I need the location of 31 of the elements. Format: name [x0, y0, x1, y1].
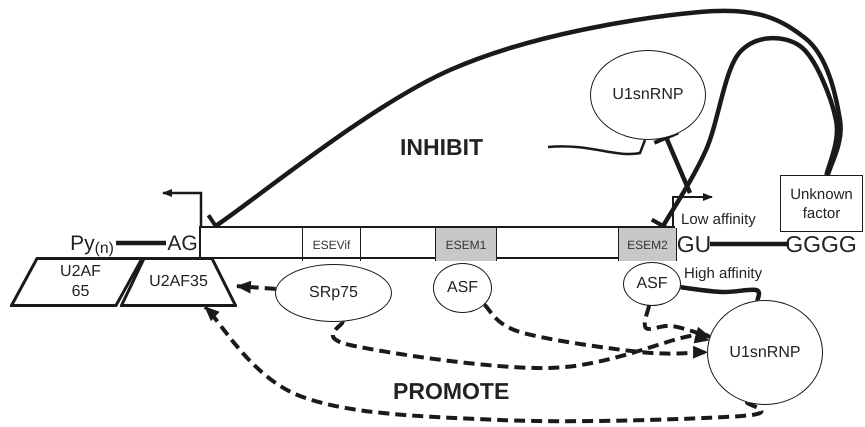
- exon-segment: ESEVif: [302, 228, 361, 261]
- annotation-label: High affinity: [684, 264, 762, 284]
- protein-parallelogram: [10, 257, 143, 307]
- protein-ellipse: [433, 263, 492, 313]
- protein-label: U1snRNP: [729, 342, 801, 362]
- protein-label: ASF: [446, 278, 478, 298]
- dashed-arrow: [331, 320, 711, 370]
- protein-label: SRp75: [309, 283, 358, 303]
- protein-label: U2AF 65: [59, 262, 102, 302]
- factor-box: Unknown factor: [780, 175, 863, 232]
- connector-line: [116, 240, 166, 246]
- protein-label: U2AF35: [149, 272, 208, 292]
- sequence-label: GGGG: [789, 230, 853, 258]
- annotation-label: Low affinity: [681, 210, 756, 230]
- protein-label: U1snRNP: [612, 85, 684, 105]
- sequence-label: AG: [166, 229, 199, 257]
- annotation-label: INHIBIT: [400, 133, 484, 162]
- sequence-label: GU: [678, 230, 710, 258]
- annotation-label: PROMOTE: [393, 377, 510, 406]
- dashed-arrow: [236, 280, 276, 294]
- connector-line: [680, 285, 762, 301]
- sequence-label: Py$_{(n)}$: [68, 229, 116, 257]
- dashed-arrow: [483, 303, 708, 359]
- shaded-exon-segment: ESEM2: [618, 228, 677, 261]
- shaded-exon-segment: ESEM1: [435, 228, 497, 261]
- protein-label: ASF: [636, 274, 668, 294]
- inhibition-line: [652, 130, 692, 194]
- dashed-arrow: [642, 305, 711, 339]
- protein-trapezoid: [120, 257, 237, 307]
- connector-line: [710, 242, 789, 246]
- dashed-arrow: [204, 306, 762, 424]
